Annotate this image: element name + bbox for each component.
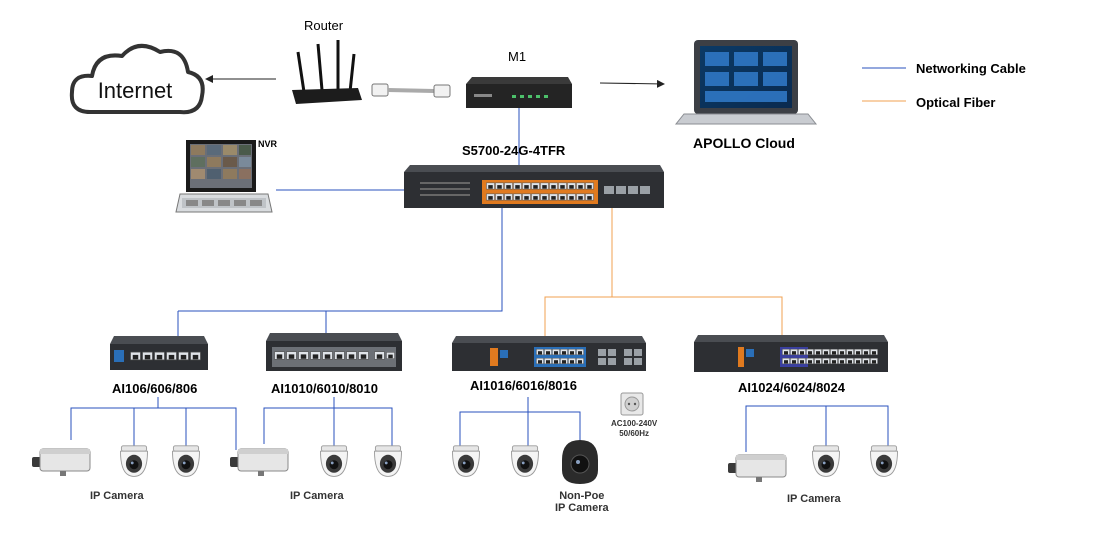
internet-cloud-icon: Internet bbox=[69, 44, 205, 115]
bullet-camera-icon bbox=[229, 448, 289, 477]
access-switch-1-label: AI106/606/806 bbox=[112, 381, 198, 396]
dome-camera-icon bbox=[374, 445, 402, 477]
cloud-service-label: APOLLO Cloud bbox=[693, 135, 795, 151]
access-switch-3-icon bbox=[452, 336, 646, 371]
dome-camera-icon bbox=[120, 445, 148, 477]
dome-camera-icon bbox=[812, 445, 840, 477]
nvr-icon bbox=[175, 140, 273, 213]
bullet-camera-icon bbox=[31, 448, 91, 477]
power-note-line2: 50/60Hz bbox=[619, 429, 650, 438]
access-switch-4-icon bbox=[694, 335, 888, 372]
dome-camera-icon bbox=[320, 445, 348, 477]
access-switch-1-icon bbox=[110, 336, 208, 370]
camera-group-3-label: Non-Poe IP Camera bbox=[555, 490, 609, 514]
legend-networking-cable: Networking Cable bbox=[916, 61, 1026, 76]
camera-group-1-label: IP Camera bbox=[90, 490, 144, 502]
laptop-icon bbox=[674, 40, 818, 125]
non-poe-line1: Non-Poe bbox=[559, 490, 605, 502]
core-switch-icon bbox=[404, 165, 664, 208]
power-note: AC100-240V 50/60Hz bbox=[611, 419, 657, 439]
m1-controller-icon bbox=[466, 77, 572, 108]
core-switch-label: S5700-24G-4TFR bbox=[462, 143, 566, 158]
access-switch-2-label: AI1010/6010/8010 bbox=[271, 381, 378, 396]
dome-camera-icon bbox=[870, 445, 898, 477]
dome-camera-icon bbox=[172, 445, 200, 477]
power-note-line1: AC100-240V bbox=[611, 419, 658, 428]
access-switch-4-label: AI1024/6024/8024 bbox=[738, 380, 845, 395]
nvr-label: NVR bbox=[258, 139, 278, 149]
non-poe-line2: IP Camera bbox=[555, 502, 609, 514]
non-poe-dome-camera-icon bbox=[562, 440, 598, 484]
access-switch-2-icon bbox=[266, 333, 402, 371]
dome-camera-icon bbox=[452, 445, 480, 477]
camera-group-2-label: IP Camera bbox=[290, 490, 344, 502]
power-outlet-icon bbox=[620, 392, 644, 416]
core-fiber-trunk bbox=[544, 208, 613, 336]
dome-camera-icon bbox=[511, 445, 539, 477]
camera-group-4-label: IP Camera bbox=[787, 493, 841, 505]
router-label: Router bbox=[304, 18, 344, 33]
internet-label: Internet bbox=[98, 78, 173, 103]
camera-links bbox=[70, 397, 889, 452]
m1-label: M1 bbox=[508, 49, 527, 64]
ethernet-cable-icon bbox=[371, 83, 451, 98]
router-icon bbox=[292, 40, 362, 104]
legend-optical-fiber: Optical Fiber bbox=[916, 95, 996, 110]
bullet-camera-icon bbox=[727, 454, 787, 483]
m1-to-cloud-arrow bbox=[599, 79, 665, 88]
core-cable-trunk bbox=[178, 208, 503, 312]
access-switch-3-label: AI1016/6016/8016 bbox=[470, 378, 577, 393]
